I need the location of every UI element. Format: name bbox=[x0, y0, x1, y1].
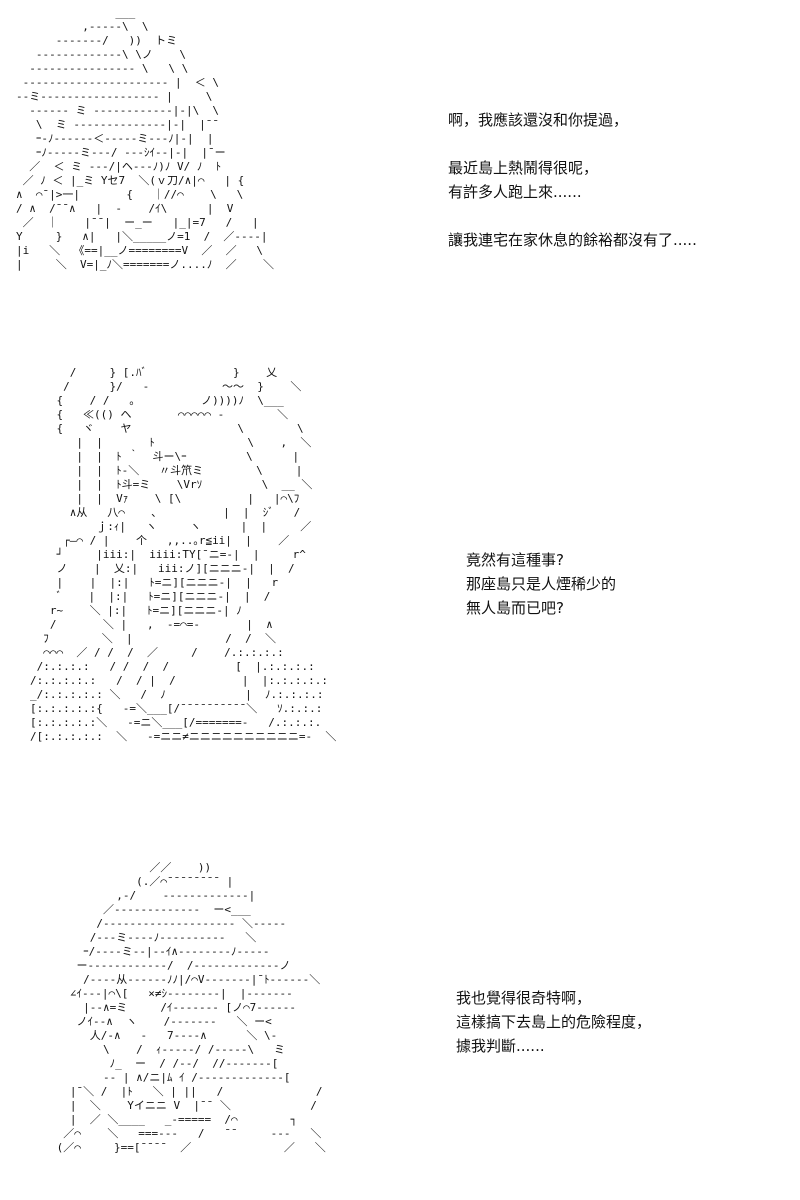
panel-1: ___ ,-----\ \ -------/ )) トミ -----------… bbox=[0, 0, 800, 350]
caption-line: 我也覺得很奇特啊， bbox=[456, 989, 592, 1007]
caption-spacer bbox=[448, 204, 697, 228]
caption-1: 啊，我應該還沒和你提過， 最近島上熱鬧得很呢， 有許多人跑上來...... 讓我… bbox=[448, 108, 697, 252]
caption-line: 最近島上熱鬧得很呢， bbox=[448, 159, 599, 177]
panel-2: / } [.ﾊﾞ } 乂 / }/ - ～～ } ＼ { / / ｡ ノ))))… bbox=[0, 360, 800, 840]
ascii-art-character-2: / } [.ﾊﾞ } 乂 / }/ - ～～ } ＼ { / / ｡ ノ))))… bbox=[30, 366, 337, 743]
caption-line: 無人島而已吧? bbox=[466, 599, 564, 617]
caption-line: 竟然有這種事? bbox=[466, 551, 564, 569]
panel-3: ／／ )) (.／⌒¯¯¯¯¯¯¯¯ | ,-/ -------------| … bbox=[0, 855, 800, 1200]
caption-spacer bbox=[448, 132, 697, 156]
caption-line: 有許多人跑上來...... bbox=[448, 183, 582, 201]
caption-line: 據我判斷...... bbox=[456, 1037, 545, 1055]
caption-line: 讓我連宅在家休息的餘裕都沒有了..... bbox=[448, 231, 697, 249]
caption-2: 竟然有這種事? 那座島只是人煙稀少的 無人島而已吧? bbox=[466, 548, 616, 620]
ascii-art-character-1: ___ ,-----\ \ -------/ )) トミ -----------… bbox=[16, 6, 275, 271]
caption-line: 這樣搞下去島上的危險程度， bbox=[456, 1013, 652, 1031]
caption-line: 啊，我應該還沒和你提過， bbox=[448, 111, 629, 129]
ascii-art-character-3: ／／ )) (.／⌒¯¯¯¯¯¯¯¯ | ,-/ -------------| … bbox=[56, 861, 326, 1154]
caption-line: 那座島只是人煙稀少的 bbox=[466, 575, 617, 593]
caption-3: 我也覺得很奇特啊， 這樣搞下去島上的危險程度， 據我判斷...... bbox=[456, 986, 651, 1058]
